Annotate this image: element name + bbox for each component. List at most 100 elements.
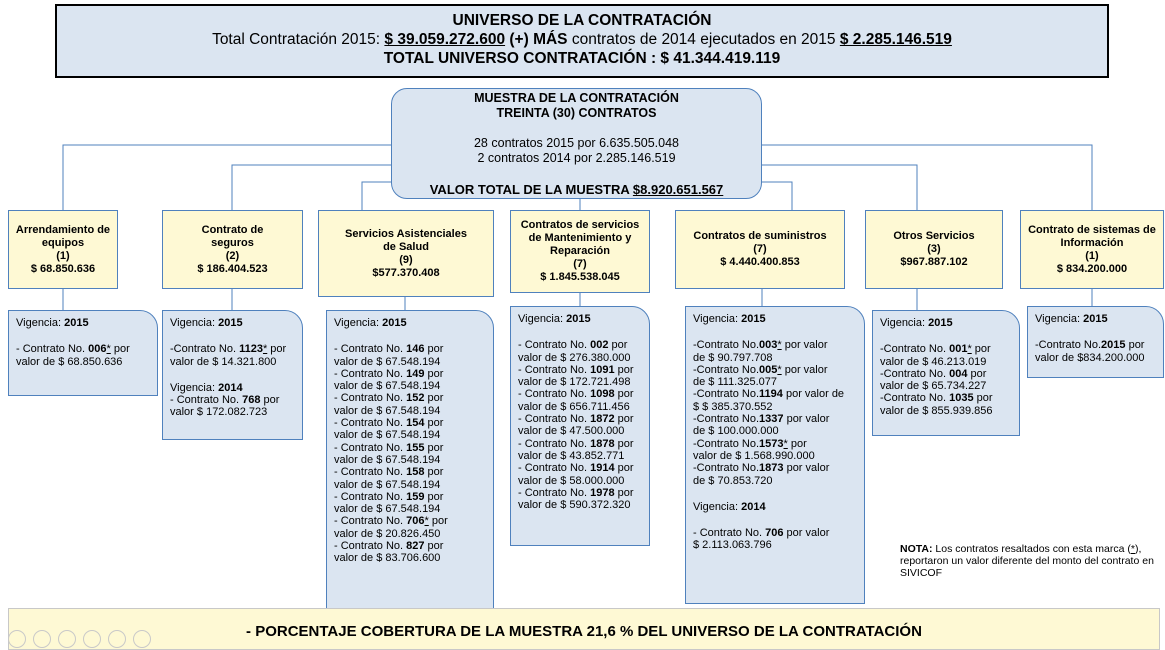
mant-contract-post: por bbox=[608, 339, 628, 352]
mant-contract-row: - Contrato No. 1878 por bbox=[518, 438, 642, 450]
mant-contract-value: valor de $ 47.500.000 bbox=[518, 425, 625, 438]
sample-subtitle: TREINTA (30) CONTRATOS bbox=[496, 106, 657, 120]
salud-contract-prefix: - Contrato No. bbox=[334, 343, 407, 356]
salud-contract-row: - Contrato No. 159 por bbox=[334, 491, 486, 503]
sample-line-2014: 2 contratos 2014 por 2.285.146.519 bbox=[477, 151, 676, 165]
salud-contract-number: 706 bbox=[406, 515, 425, 528]
salud-contract-prefix: - Contrato No. bbox=[334, 540, 407, 553]
otros-contract-post: por bbox=[971, 343, 991, 356]
prev-slide-icon[interactable] bbox=[8, 630, 26, 648]
otros-contract-row: -Contrato No. 1035 por bbox=[880, 392, 1012, 404]
salud-contract-row: - Contrato No. 706* por bbox=[334, 515, 486, 527]
salud-contract-mark: * bbox=[424, 515, 429, 528]
universe-title: UNIVERSO DE LA CONTRATACIÓN bbox=[452, 12, 712, 29]
mant-contract-prefix: - Contrato No. bbox=[518, 437, 591, 450]
category-mantenimiento: Contratos de servicios de Mantenimiento … bbox=[510, 210, 650, 293]
sumi-contract-row: -Contrato No.1573* por bbox=[693, 438, 857, 450]
category-otros: Otros Servicios (3) $967.887.102 bbox=[865, 210, 1003, 289]
sumi-contract-number: 1573 bbox=[759, 437, 784, 450]
salud-contract-value: valor de $ 67.548.194 bbox=[334, 404, 441, 417]
otros-contract-value: valor de $ 46.213.019 bbox=[880, 355, 987, 368]
salud-contract-number: 149 bbox=[406, 367, 425, 380]
mant-contract-prefix: - Contrato No. bbox=[518, 486, 591, 499]
sample-title: MUESTRA DE LA CONTRATACIÓN bbox=[474, 91, 679, 105]
otros-contract-value: valor de $ 855.939.856 bbox=[880, 404, 993, 417]
salud-contract-row: - Contrato No. 152 por bbox=[334, 392, 486, 404]
mant-contract-number: 002 bbox=[590, 339, 609, 352]
salud-contract-row: - Contrato No. 827 por bbox=[334, 540, 486, 552]
detail-arrendamiento: Vigencia: 2015 - Contrato No. 006* por v… bbox=[8, 310, 158, 396]
sample-box: MUESTRA DE LA CONTRATACIÓN TREINTA (30) … bbox=[391, 88, 762, 199]
mant-contract-row: - Contrato No. 1091 por bbox=[518, 364, 642, 376]
salud-contract-post: por bbox=[424, 540, 444, 553]
universe-box: UNIVERSO DE LA CONTRATACIÓN Total Contra… bbox=[55, 4, 1109, 78]
mant-contract-prefix: - Contrato No. bbox=[518, 339, 591, 352]
more-options-icon[interactable] bbox=[133, 630, 151, 648]
sumi-contract-post: por valor bbox=[783, 413, 830, 426]
otros-contract-prefix: -Contrato No. bbox=[880, 392, 950, 405]
sumi-contract-prefix: -Contrato No. bbox=[693, 437, 760, 450]
mant-contract-value: valor de $ 590.372.320 bbox=[518, 499, 631, 512]
category-sistemas: Contrato de sistemas de Información (1) … bbox=[1020, 210, 1164, 289]
mant-contract-value: valor de $ 43.852.771 bbox=[518, 449, 625, 462]
salud-contract-number: 159 bbox=[406, 490, 425, 503]
otros-contract-value: valor de $ 65.734.227 bbox=[880, 380, 987, 393]
sumi-contract-prefix: -Contrato No. bbox=[693, 388, 760, 401]
sumi-contract-prefix: -Contrato No. bbox=[693, 339, 760, 352]
salud-contract-prefix: - Contrato No. bbox=[334, 367, 407, 380]
mant-contract-row: - Contrato No. 1914 por bbox=[518, 462, 642, 474]
mant-contract-post: por bbox=[614, 363, 634, 376]
mant-contract-row: - Contrato No. 1872 por bbox=[518, 413, 642, 425]
next-slide-icon[interactable] bbox=[33, 630, 51, 648]
pen-icon[interactable] bbox=[58, 630, 76, 648]
mant-contract-row: - Contrato No. 002 por bbox=[518, 339, 642, 351]
detail-sistemas: Vigencia: 2015 -Contrato No.2015 por val… bbox=[1027, 306, 1164, 378]
universe-grand-total: TOTAL UNIVERSO CONTRATACIÓN : $ 41.344.4… bbox=[383, 50, 781, 67]
salud-contract-number: 827 bbox=[406, 540, 425, 553]
mant-contract-prefix: - Contrato No. bbox=[518, 413, 591, 426]
sumi-contract-number: 003 bbox=[759, 339, 778, 352]
salud-contract-value: valor de $ 67.548.194 bbox=[334, 478, 441, 491]
otros-contract-prefix: -Contrato No. bbox=[880, 343, 950, 356]
salud-contract-prefix: - Contrato No. bbox=[334, 490, 407, 503]
mant-contract-post: por bbox=[614, 388, 634, 401]
salud-contract-number: 152 bbox=[406, 392, 425, 405]
otros-contract-prefix: -Contrato No. bbox=[880, 367, 950, 380]
salud-contract-number: 154 bbox=[406, 417, 425, 430]
sumi-contract-prefix: -Contrato No. bbox=[693, 363, 760, 376]
sumi-contract-mark: * bbox=[783, 437, 788, 450]
salud-contract-post: por bbox=[424, 417, 444, 430]
salud-contract-prefix: - Contrato No. bbox=[334, 392, 407, 405]
salud-contract-value: valor de $ 20.826.450 bbox=[334, 527, 441, 540]
mant-contract-number: 1091 bbox=[590, 363, 615, 376]
salud-contract-row: - Contrato No. 149 por bbox=[334, 368, 486, 380]
zoom-icon[interactable] bbox=[108, 630, 126, 648]
mant-contract-value: valor de $ 656.711.456 bbox=[518, 400, 630, 413]
sumi-contract-row: -Contrato No.005* por valor bbox=[693, 364, 857, 376]
salud-contract-value: valor de $ 67.548.194 bbox=[334, 355, 441, 368]
detail-suministros: Vigencia: 2015 -Contrato No.003* por val… bbox=[685, 306, 865, 604]
otros-contract-post: por bbox=[973, 392, 993, 405]
otros-contract-mark: * bbox=[967, 343, 972, 356]
salud-contract-value: valor de $ 67.548.194 bbox=[334, 429, 441, 442]
slides-icon[interactable] bbox=[83, 630, 101, 648]
sumi-contract-number: 1337 bbox=[759, 413, 784, 426]
salud-contract-number: 146 bbox=[406, 343, 425, 356]
sumi-contract-value: de $ 100.000.000 bbox=[693, 425, 779, 438]
salud-contract-post: por bbox=[424, 392, 444, 405]
coverage-footer: - PORCENTAJE COBERTURA DE LA MUESTRA 21,… bbox=[8, 608, 1160, 650]
category-arrendamiento: Arrendamiento de equipos (1) $ 68.850.63… bbox=[8, 210, 118, 289]
sumi-contract-value: de $ 70.853.720 bbox=[693, 474, 773, 487]
salud-contract-number: 155 bbox=[406, 441, 425, 454]
salud-contract-value: valor de $ 67.548.194 bbox=[334, 503, 441, 516]
salud-contract-number: 158 bbox=[406, 466, 425, 479]
category-seguros: Contrato de seguros (2) $ 186.404.523 bbox=[162, 210, 303, 289]
mant-contract-prefix: - Contrato No. bbox=[518, 462, 591, 475]
